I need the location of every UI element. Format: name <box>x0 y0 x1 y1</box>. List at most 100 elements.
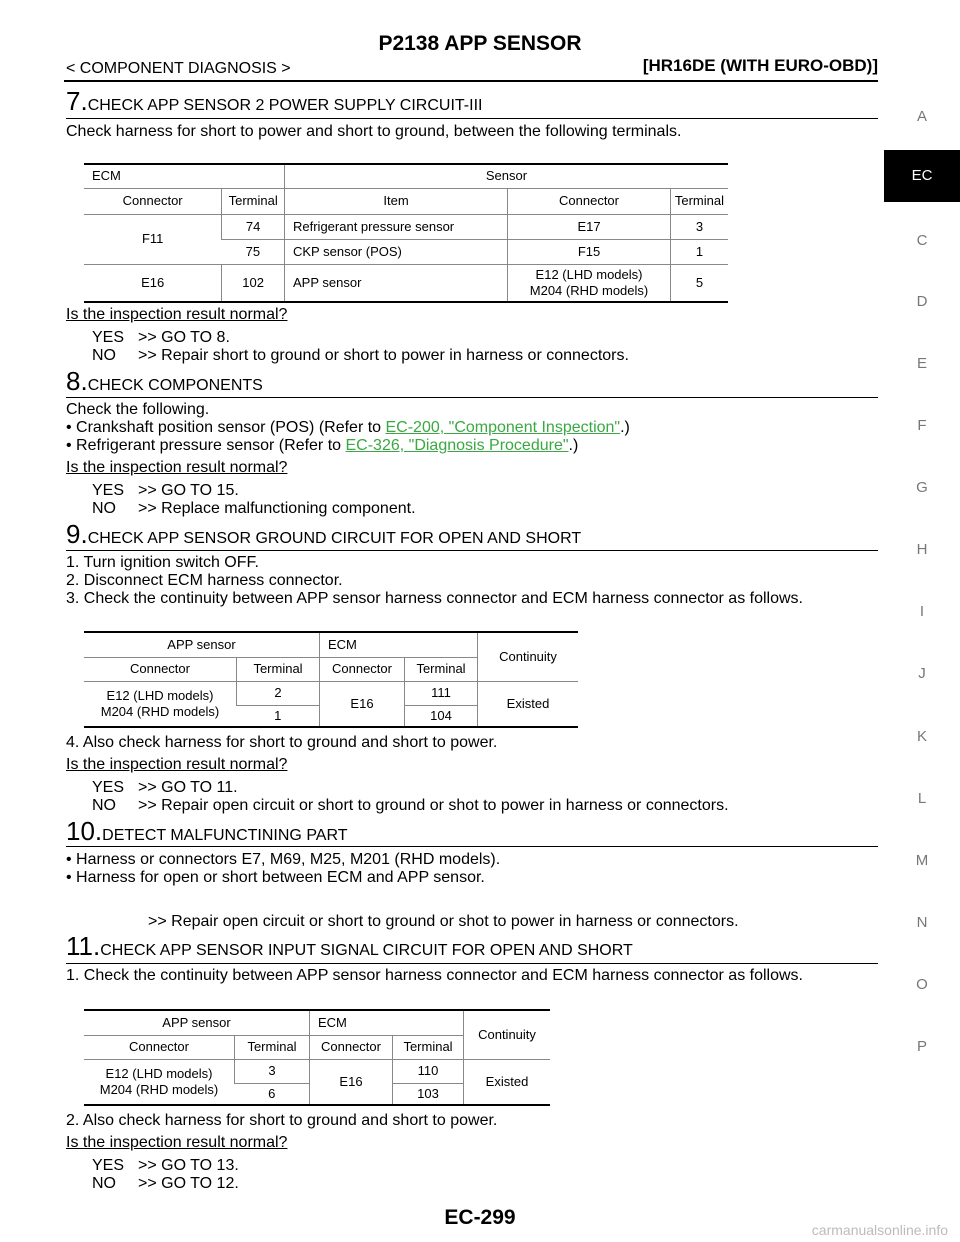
question: Is the inspection result normal? <box>66 756 288 773</box>
table-cell: E16 <box>319 681 405 728</box>
table-cell: 104 <box>404 705 478 728</box>
question: Is the inspection result normal? <box>66 459 288 476</box>
table-header: Continuity <box>463 1010 550 1060</box>
table-header: Terminal <box>392 1035 464 1060</box>
table-cell: Existed <box>477 681 578 728</box>
table-header: Terminal <box>236 657 320 682</box>
answer-value: >> GO TO 13. <box>138 1157 239 1174</box>
sidebar-item-ec[interactable]: EC <box>884 150 960 202</box>
step-number: 10. <box>66 816 103 846</box>
answer-value: >> GO TO 8. <box>138 329 230 346</box>
table-header: Connector <box>84 657 237 682</box>
table-cell: E12 (LHD models)M204 (RHD models) <box>507 264 671 303</box>
answer-key: YES <box>92 482 125 499</box>
step-title: CHECK APP SENSOR 2 POWER SUPPLY CIRCUIT-… <box>87 97 483 114</box>
sidebar-item-j[interactable]: J <box>918 665 926 682</box>
terminal-table: ECM Sensor Connector Terminal Item Conne… <box>84 163 728 303</box>
answer-key: YES <box>92 1157 125 1174</box>
step-rule <box>66 846 878 847</box>
sidebar-item-k[interactable]: K <box>916 728 927 745</box>
question: Is the inspection result normal? <box>66 306 288 323</box>
bullet-text: .) <box>620 419 630 436</box>
table-cell: 1 <box>236 705 320 728</box>
answer-yes: YES >> GO TO 11. <box>92 779 238 797</box>
step-9-heading: 9.CHECK APP SENSOR GROUND CIRCUIT FOR OP… <box>66 519 581 550</box>
step-number: 11. <box>66 931 101 961</box>
step-11-heading: 11.CHECK APP SENSOR INPUT SIGNAL CIRCUIT… <box>66 931 633 962</box>
step-number: 9. <box>66 519 88 549</box>
table-cell: F11 <box>84 214 222 265</box>
reference-link[interactable]: EC-200, "Component Inspection" <box>385 419 621 436</box>
sidebar-item-i[interactable]: I <box>919 603 925 620</box>
answer-yes: YES >> GO TO 13. <box>92 1157 239 1175</box>
answer-value: >> GO TO 11. <box>138 779 238 796</box>
cell-line: M204 (RHD models) <box>100 703 220 719</box>
sidebar-item-h[interactable]: H <box>916 541 928 558</box>
sidebar-item-m[interactable]: M <box>915 852 929 869</box>
table-cell: Refrigerant pressure sensor <box>283 214 508 240</box>
answer-key: NO <box>92 1175 116 1192</box>
table-header: ECM <box>84 164 285 189</box>
answer-key: YES <box>92 329 125 346</box>
answer-no: NO >> GO TO 12. <box>92 1175 239 1193</box>
answer-value: >> Repair open circuit or short to groun… <box>138 797 729 814</box>
bullet-text: • Refrigerant pressure sensor (Refer to <box>66 437 346 454</box>
table-header: Terminal <box>234 1035 310 1060</box>
table-header: Terminal <box>669 188 728 215</box>
answer-key: YES <box>92 779 125 796</box>
bullet-text: • Crankshaft position sensor (POS) (Refe… <box>66 419 386 436</box>
cell-line: M204 (RHD models) <box>99 1081 219 1097</box>
table-cell: 110 <box>392 1059 464 1084</box>
table-cell: 111 <box>404 681 478 706</box>
table-header: ECM <box>319 632 478 658</box>
step-7-heading: 7.CHECK APP SENSOR 2 POWER SUPPLY CIRCUI… <box>66 86 482 117</box>
step-title: CHECK APP SENSOR INPUT SIGNAL CIRCUIT FO… <box>100 942 633 959</box>
step-rule <box>66 397 878 398</box>
cell-line: E12 (LHD models) <box>535 266 643 282</box>
step-8-heading: 8.CHECK COMPONENTS <box>66 366 263 397</box>
sidebar-item-a[interactable]: A <box>916 108 927 125</box>
table-cell: CKP sensor (POS) <box>283 239 508 265</box>
step-8-intro: Check the following. <box>66 401 210 418</box>
sidebar-item-c[interactable]: C <box>916 232 928 249</box>
table-cell: 2 <box>236 681 320 706</box>
sidebar-item-f[interactable]: F <box>917 417 927 434</box>
table-cell: E12 (LHD models)M204 (RHD models) <box>84 1059 235 1106</box>
step-title: CHECK APP SENSOR GROUND CIRCUIT FOR OPEN… <box>87 530 582 547</box>
reference-link[interactable]: EC-326, "Diagnosis Procedure" <box>345 437 569 454</box>
answer-value: >> GO TO 15. <box>138 482 239 499</box>
bullet-item: • Harness or connectors E7, M69, M25, M2… <box>66 851 501 868</box>
sidebar-item-n[interactable]: N <box>916 914 928 931</box>
answer-key: NO <box>92 797 116 814</box>
breadcrumb: < COMPONENT DIAGNOSIS > <box>66 60 291 77</box>
table-header: Sensor <box>284 164 728 189</box>
sidebar-item-e[interactable]: E <box>916 355 927 372</box>
table-header: Connector <box>84 188 222 215</box>
watermark: carmanualsonline.info <box>811 1222 948 1238</box>
table-header: Continuity <box>477 632 578 682</box>
sidebar-item-p[interactable]: P <box>916 1038 927 1055</box>
cell-line: E12 (LHD models) <box>105 1065 213 1081</box>
step-title: DETECT MALFUNCTINING PART <box>102 827 348 844</box>
answer-value: >> Repair short to ground or short to po… <box>138 347 629 364</box>
answer-key: NO <box>92 347 116 364</box>
instruction-line: 2. Also check harness for short to groun… <box>66 1112 498 1129</box>
step-rule <box>66 118 878 119</box>
table-cell: E16 <box>84 264 222 303</box>
sidebar-item-l[interactable]: L <box>917 790 927 807</box>
table-cell: E16 <box>309 1059 393 1106</box>
bullet-item: • Harness for open or short between ECM … <box>66 869 485 886</box>
step-10-heading: 10.DETECT MALFUNCTINING PART <box>66 816 348 847</box>
answer-value: >> GO TO 12. <box>138 1175 239 1192</box>
table-header: Connector <box>319 657 405 682</box>
bullet-item: • Crankshaft position sensor (POS) (Refe… <box>66 419 630 437</box>
sidebar-item-g[interactable]: G <box>916 479 928 496</box>
table-cell: 75 <box>221 239 285 265</box>
instruction-line: 1. Turn ignition switch OFF. <box>66 554 259 571</box>
table-cell: 5 <box>669 264 728 303</box>
sidebar-item-d[interactable]: D <box>916 293 928 310</box>
cell-line: E12 (LHD models) <box>106 687 214 703</box>
step-number: 8. <box>66 366 88 396</box>
bullet-text: .) <box>568 437 579 454</box>
sidebar-item-o[interactable]: O <box>916 976 928 993</box>
